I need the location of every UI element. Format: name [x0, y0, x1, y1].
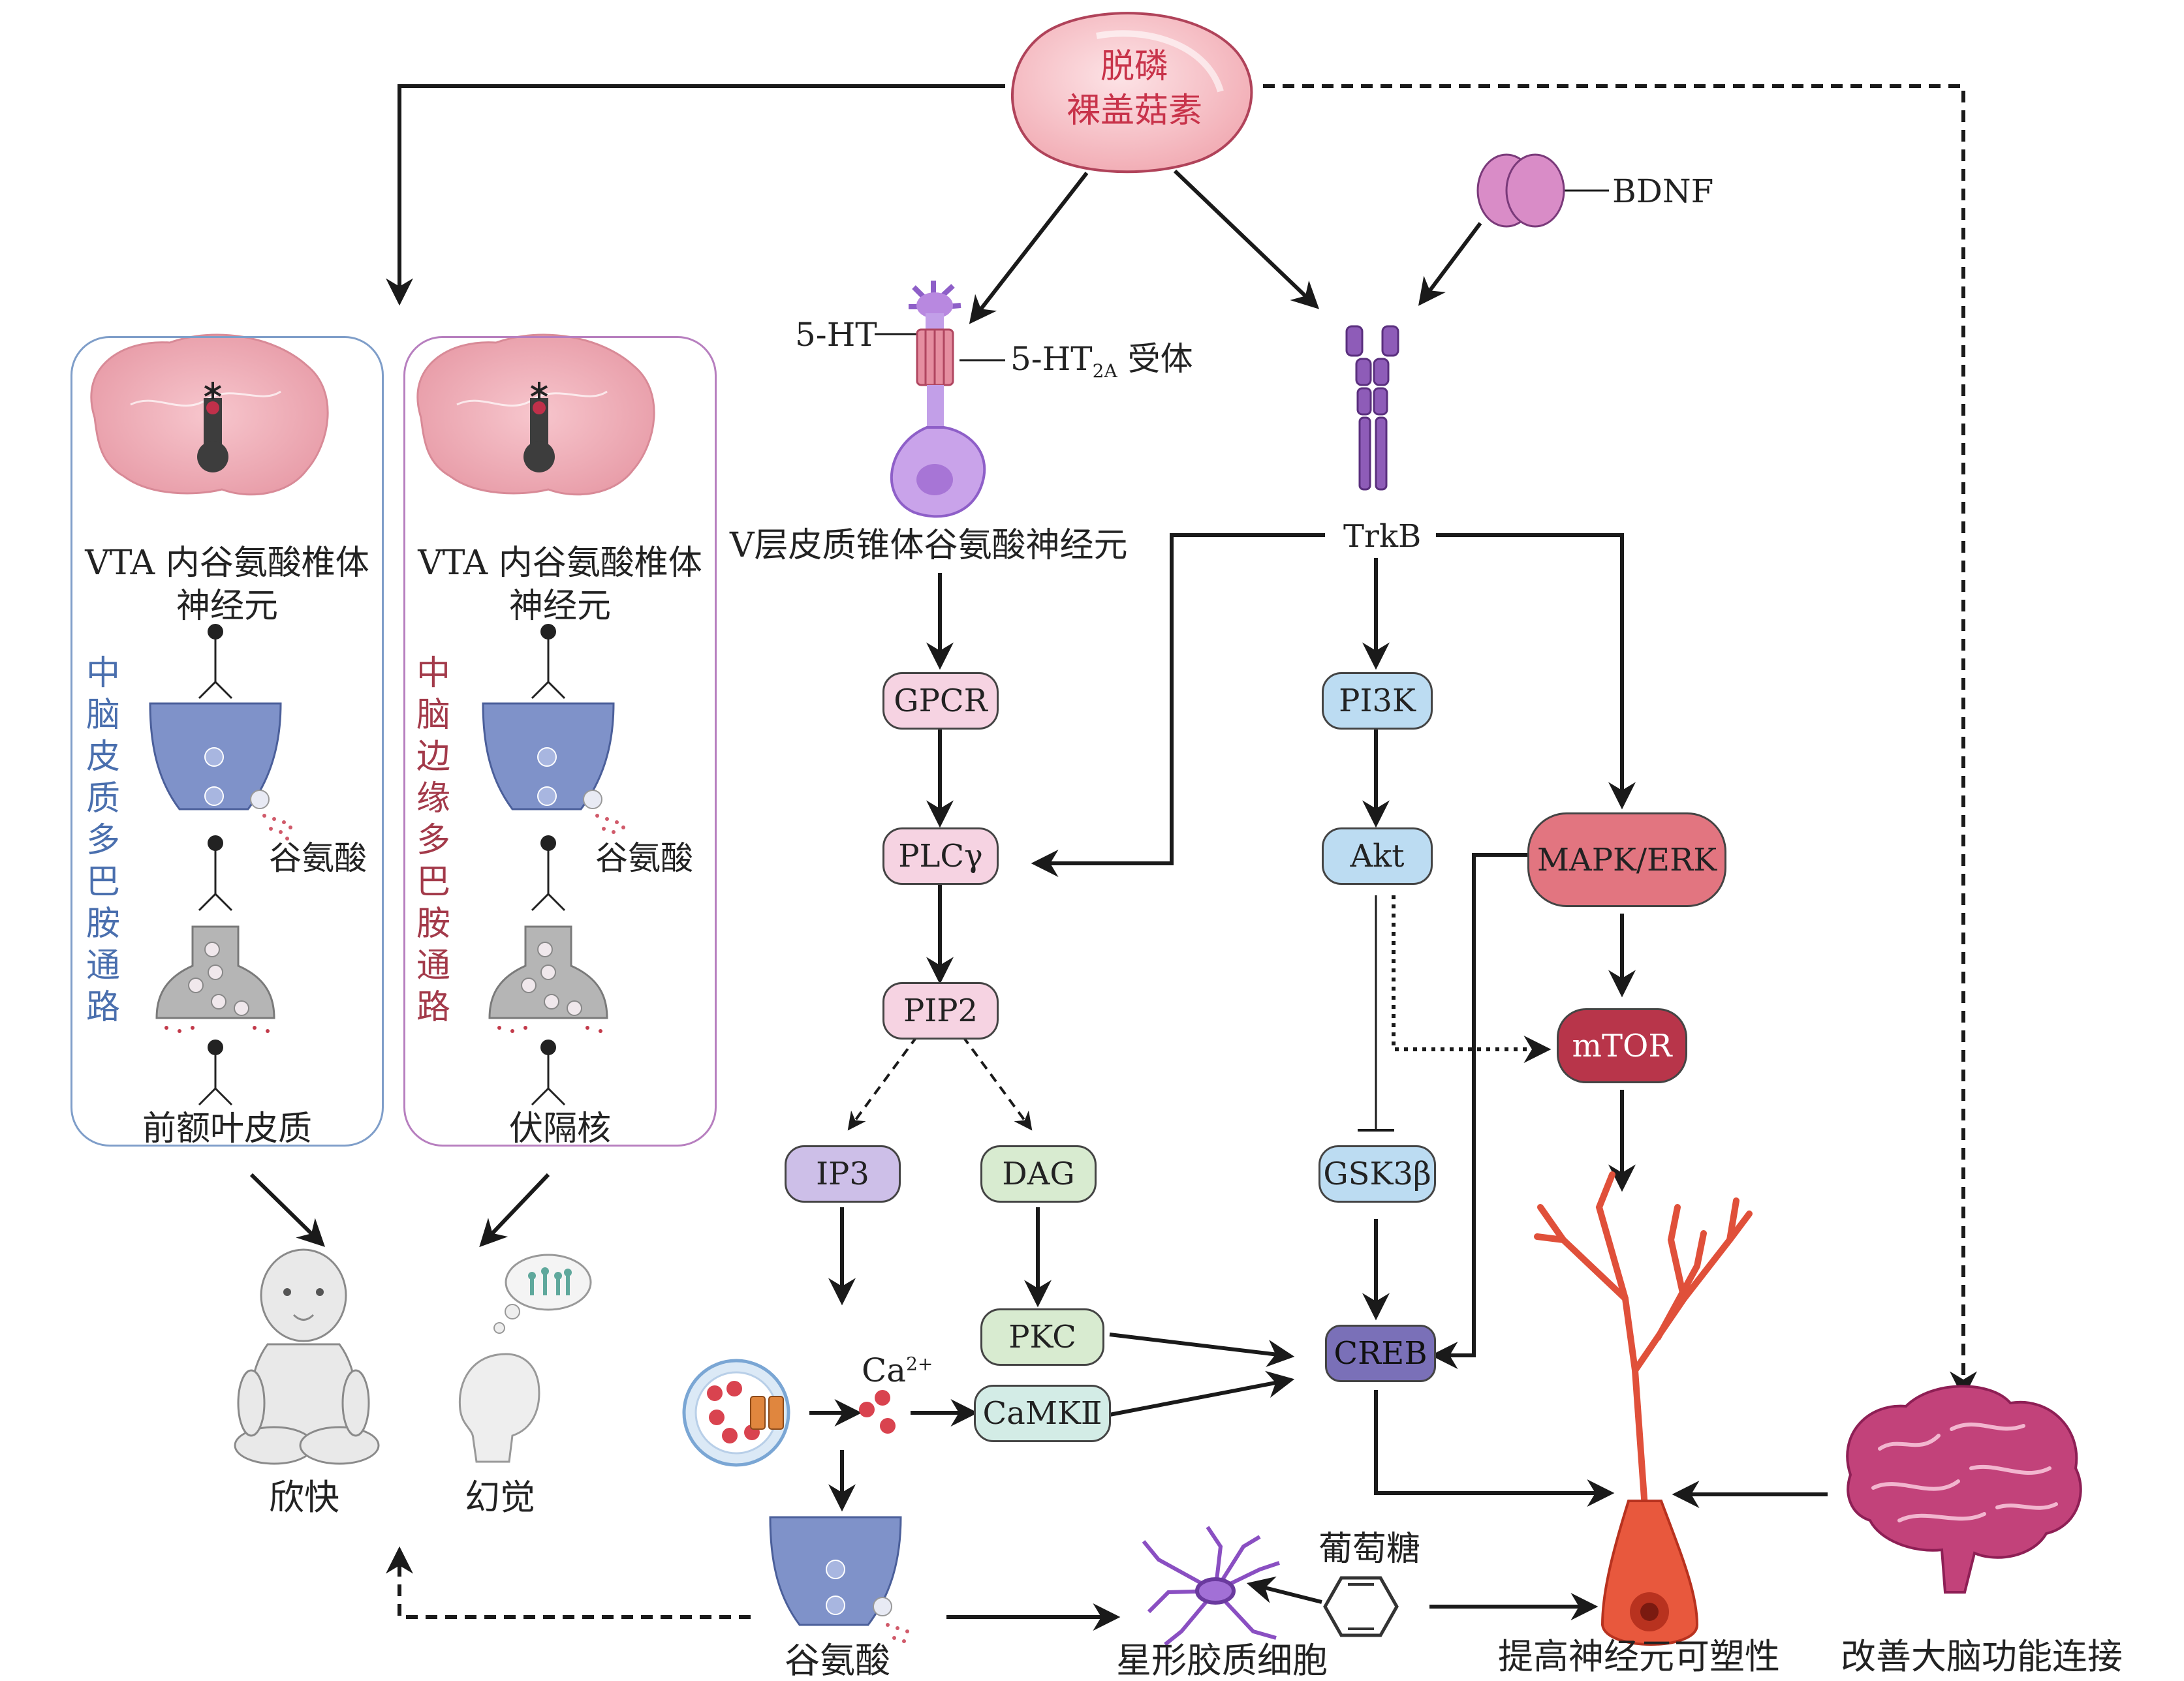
plastic-neuron-icon — [1534, 1171, 1753, 1646]
calcium-ions — [859, 1390, 896, 1434]
arrow-trkb-to-plcg — [1031, 533, 1325, 877]
bdnf-label: BDNF — [1612, 172, 1714, 210]
psilocin-molecule — [1011, 12, 1253, 174]
mesocortical-pathway-label: 中脑皮质多巴胺通路 — [86, 654, 120, 1027]
mesocortical-panel — [70, 336, 384, 1147]
right-vta-line2: 神经元 — [508, 587, 611, 626]
calcium-charge: 2+ — [906, 1353, 933, 1375]
plcg-node: PLCγ — [882, 827, 999, 885]
arrow-trkb-to-mapk — [1436, 533, 1636, 810]
dag-node: DAG — [980, 1145, 1097, 1203]
arrow-mapk-to-creb — [1430, 853, 1527, 1369]
arrow-pip2-to-ip3 — [847, 1035, 918, 1131]
left-synapse-chain — [149, 624, 292, 1106]
gsk3b-node: GSK3β — [1318, 1145, 1436, 1203]
vesicle-icon — [682, 1359, 790, 1467]
right-brain-icon — [416, 333, 655, 496]
pip2-node: PIP2 — [882, 982, 999, 1040]
psilocin-label-line1: 脱磷 — [1100, 47, 1168, 86]
arrow-glucose-to-astrocyte — [1246, 1576, 1322, 1604]
glucose-icon — [1323, 1576, 1399, 1637]
mesolimbic-pathway-label: 中脑边缘多巴胺通路 — [416, 654, 450, 1027]
right-synapse-chain — [482, 624, 625, 1106]
arrow-pip2-to-dag — [961, 1035, 1033, 1131]
camk-node: CaMKⅡ — [974, 1385, 1111, 1442]
left-vta-line2: 神经元 — [176, 587, 278, 626]
astrocyte-icon — [1142, 1526, 1280, 1646]
serotonin-label: 5-HT — [795, 316, 877, 354]
hallucination-label: 幻觉 — [465, 1477, 535, 1518]
bottom-glutamate-label: 谷氨酸 — [785, 1640, 890, 1681]
trkb-receptor-icon — [1345, 325, 1399, 491]
pyramidal-neuron-label: Ⅴ层皮质锥体谷氨酸神经元 — [730, 526, 1128, 565]
arrow-akt-to-mtor — [1392, 895, 1552, 1063]
bottom-synapse-icon — [769, 1516, 909, 1643]
euphoria-label: 欣快 — [269, 1477, 339, 1518]
arrow-drug-to-receptor — [969, 172, 1089, 324]
5ht2a-receptor-label: 5-HT2A 受体 — [1010, 343, 1193, 380]
right-vta-label: VTA 内谷氨酸椎体 神经元 — [405, 542, 715, 628]
brain-icon — [1846, 1385, 2082, 1594]
arrow-camk-to-creb — [1109, 1370, 1295, 1417]
hallucination-head-icon — [458, 1254, 592, 1463]
connector-lines — [249, 84, 1977, 1631]
pi3k-node: PI3K — [1322, 672, 1433, 730]
arrow-drug-to-panels — [386, 84, 1005, 306]
left-vta-line1: VTA 内谷氨酸椎体 — [85, 544, 369, 583]
psilocin-label: 脱磷 裸盖菇素 — [1037, 44, 1232, 133]
arrow-drug-to-brain — [1263, 84, 1977, 1399]
receptor-suffix: 受体 — [1117, 340, 1193, 378]
creb-node: CREB — [1325, 1325, 1436, 1382]
calcium-label: Ca2+ — [862, 1354, 933, 1387]
psilocin-label-line2: 裸盖菇素 — [1066, 91, 1202, 131]
astrocyte-label: 星形胶质细胞 — [1116, 1640, 1328, 1681]
gpcr-node: GPCR — [882, 672, 999, 730]
mapk-erk-node: MAPK/ERK — [1527, 812, 1726, 907]
pyramidal-neuron-icon — [890, 281, 986, 518]
pkc-node: PKC — [980, 1308, 1104, 1366]
mesolimbic-panel — [403, 336, 717, 1147]
arrow-creb-to-neuron — [1374, 1390, 1615, 1507]
ip3-node: IP3 — [785, 1145, 901, 1203]
left-brain-icon — [90, 333, 329, 496]
receptor-prefix: 5-HT — [1010, 340, 1093, 378]
trkb-label: TrkB — [1343, 518, 1422, 555]
arrow-glutamate-to-euphoria — [386, 1546, 751, 1619]
calcium-base: Ca — [862, 1351, 907, 1389]
plasticity-label: 提高神经元可塑性 — [1498, 1636, 1780, 1677]
glucose-label: 葡萄糖 — [1318, 1530, 1421, 1569]
arrow-drug-to-trkb — [1173, 169, 1320, 309]
baby-icon — [234, 1248, 380, 1465]
prefrontal-cortex-label: 前额叶皮质 — [142, 1109, 312, 1149]
bdnf-icon — [1476, 153, 1565, 228]
arrow-right-panel-to-hallucination — [479, 1173, 550, 1248]
right-vta-line1: VTA 内谷氨酸椎体 — [418, 544, 702, 583]
arrow-left-panel-to-euphoria — [249, 1173, 325, 1247]
left-vta-label: VTA 内谷氨酸椎体 神经元 — [72, 542, 382, 628]
nucleus-accumbens-label: 伏隔核 — [508, 1109, 611, 1149]
akt-node: Akt — [1322, 827, 1433, 885]
left-glutamate-label: 谷氨酸 — [269, 839, 367, 877]
mtor-node: mTOR — [1557, 1008, 1687, 1083]
arrow-pkc-to-creb — [1109, 1333, 1295, 1367]
right-glutamate-label: 谷氨酸 — [595, 839, 693, 877]
arrow-bdnf-to-trkb — [1418, 222, 1482, 306]
connectivity-label: 改善大脑功能连接 — [1841, 1636, 2123, 1677]
receptor-subscript: 2A — [1092, 360, 1117, 382]
